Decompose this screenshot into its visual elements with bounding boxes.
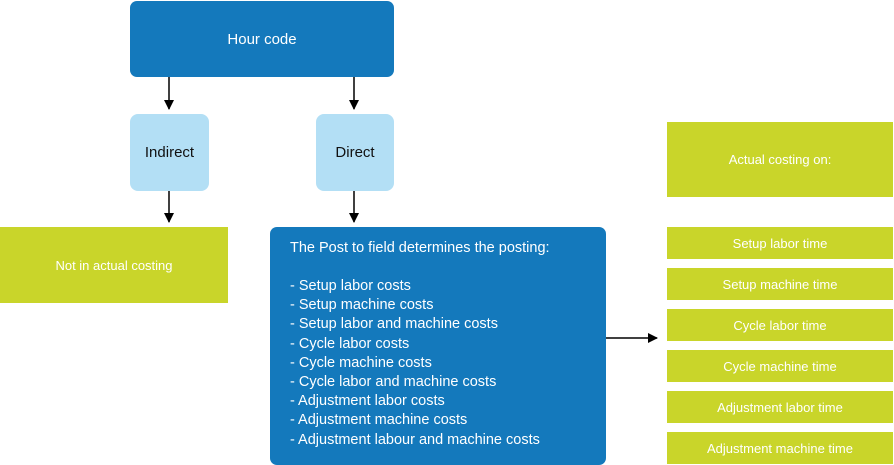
indirect-label: Indirect bbox=[144, 144, 195, 161]
hour-code-node: Hour code bbox=[130, 1, 394, 77]
posting-option: - Setup machine costs bbox=[290, 297, 434, 314]
actual-costing-item-cycle-machine-time: Cycle machine time bbox=[667, 350, 893, 382]
posting-option: - Cycle labor costs bbox=[290, 335, 410, 352]
posting-options-list: - Setup labor costs - Setup machine cost… bbox=[290, 277, 606, 450]
actual-costing-item-adjustment-labor-time: Adjustment labor time bbox=[667, 391, 893, 423]
actual-costing-header-node: Actual costing on: bbox=[667, 122, 893, 197]
posting-option: - Setup labor and machine costs bbox=[290, 316, 498, 333]
actual-costing-item-setup-labor-time: Setup labor time bbox=[667, 227, 893, 259]
posting-option: - Cycle labor and machine costs bbox=[290, 374, 497, 391]
posting-option: - Cycle machine costs bbox=[290, 354, 432, 371]
actual-costing-header-label: Actual costing on: bbox=[728, 152, 832, 167]
posting-option: - Setup labor costs bbox=[290, 278, 411, 294]
actual-costing-item-label: Adjustment machine time bbox=[707, 440, 853, 456]
post-to-field-node: The Post to field determines the posting… bbox=[270, 227, 606, 465]
actual-costing-item-adjustment-machine-time: Adjustment machine time bbox=[667, 432, 893, 464]
actual-costing-item-label: Cycle labor time bbox=[733, 317, 827, 333]
indirect-node: Indirect bbox=[130, 114, 209, 191]
actual-costing-item-cycle-labor-time: Cycle labor time bbox=[667, 309, 893, 341]
actual-costing-item-setup-machine-time: Setup machine time bbox=[667, 268, 893, 300]
actual-costing-item-label: Setup machine time bbox=[722, 276, 838, 292]
posting-option: - Adjustment labour and machine costs bbox=[290, 431, 540, 448]
posting-option: - Adjustment machine costs bbox=[290, 412, 468, 429]
actual-costing-item-label: Setup labor time bbox=[732, 235, 828, 251]
posting-option: - Adjustment labor costs bbox=[290, 393, 445, 410]
actual-costing-item-label: Adjustment labor time bbox=[717, 399, 843, 415]
direct-node: Direct bbox=[316, 114, 394, 191]
not-in-costing-node: Not in actual costing bbox=[0, 227, 228, 303]
actual-costing-item-label: Cycle machine time bbox=[723, 358, 837, 374]
direct-label: Direct bbox=[335, 144, 375, 161]
hour-code-label: Hour code bbox=[227, 30, 297, 48]
post-to-field-heading: The Post to field determines the posting… bbox=[290, 240, 550, 256]
not-in-costing-label: Not in actual costing bbox=[55, 257, 173, 273]
